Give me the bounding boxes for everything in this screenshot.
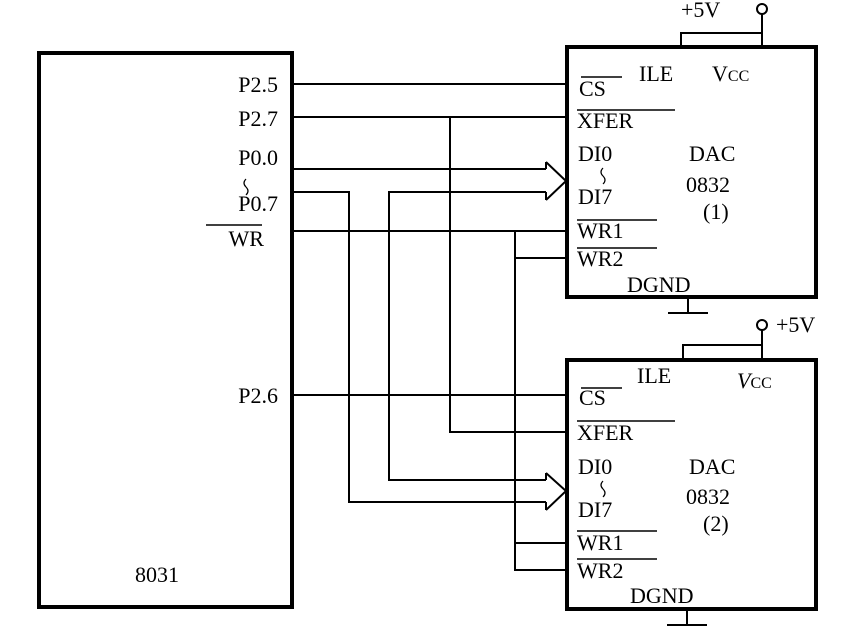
dac1-ile: ILE <box>639 61 673 86</box>
wire-xfer2 <box>449 117 566 433</box>
wire-wr-bus <box>514 231 566 571</box>
dac1-title: DAC <box>689 141 735 166</box>
dac1-supply-label: +5V <box>681 0 720 22</box>
dac2-di0: DI0 <box>578 454 612 479</box>
bus-arrowhead-dac2 <box>545 472 568 511</box>
dac1-body <box>565 45 818 299</box>
dac2-di7: DI7 <box>578 497 612 522</box>
dac2-xfer: XFER <box>577 420 634 445</box>
dac2-title: DAC <box>689 454 735 479</box>
dac1-ile-tie <box>680 32 762 47</box>
dac2-supply-label: +5V <box>776 312 815 337</box>
dac1-xfer: XFER <box>577 108 634 133</box>
dac1-di0: DI0 <box>578 141 612 166</box>
pin-p2-5: P2.5 <box>238 72 278 97</box>
dac1-model: 0832 <box>686 172 730 197</box>
bus-lower-line-dac2 <box>292 191 546 503</box>
dac2-supply-terminal-icon <box>756 319 768 331</box>
dac2-ile: ILE <box>637 363 671 388</box>
dac2-vcc: VCC <box>737 368 772 393</box>
pin-p0-7: P0.7 <box>238 191 278 216</box>
dac2-body <box>565 358 818 611</box>
dac2-wr1: WR1 <box>577 530 623 555</box>
pin-p2-6: P2.6 <box>238 383 278 408</box>
dac2-range-tilde-icon <box>600 480 606 498</box>
dac2-dgnd: DGND <box>630 583 694 608</box>
pin-p0-0: P0.0 <box>238 145 278 170</box>
dac-0832-2: +5V ILE VCC CS XFER DI0 DI7 WR1 WR2 DGND… <box>565 312 818 626</box>
dac1-cs: CS <box>579 76 606 101</box>
mcu-8031: P2.5 P2.7 P0.0 P0.7 WR P2.6 8031 <box>37 51 294 609</box>
dac2-model: 0832 <box>686 484 730 509</box>
dac1-range-tilde-icon <box>600 167 606 185</box>
bus-arrowhead-dac1 <box>545 161 568 201</box>
dac-0832-1: +5V CS ILE VCC XFER DI0 DI7 WR1 WR2 DGND… <box>565 0 818 314</box>
wires <box>292 83 568 571</box>
dac1-wr2: WR2 <box>577 246 623 271</box>
dac2-cs: CS <box>579 385 606 410</box>
dac2-wr2: WR2 <box>577 558 623 583</box>
dac2-ile-tie <box>682 344 762 360</box>
dac1-di7: DI7 <box>578 184 612 209</box>
pin-wr: WR <box>229 226 265 251</box>
dac1-supply-terminal-icon <box>756 3 768 15</box>
dac1-dgnd: DGND <box>627 272 691 297</box>
dac1-index: (1) <box>703 199 729 224</box>
dac1-wr1: WR1 <box>577 218 623 243</box>
mcu-label: 8031 <box>135 562 179 587</box>
dac2-index: (2) <box>703 511 729 536</box>
pin-p2-7: P2.7 <box>238 106 278 131</box>
mcu-body <box>37 51 294 609</box>
range-tilde-icon <box>243 178 249 196</box>
dac1-vcc: VCC <box>712 61 749 86</box>
bus-lower-line-dac1-upper-dac2 <box>388 191 546 481</box>
